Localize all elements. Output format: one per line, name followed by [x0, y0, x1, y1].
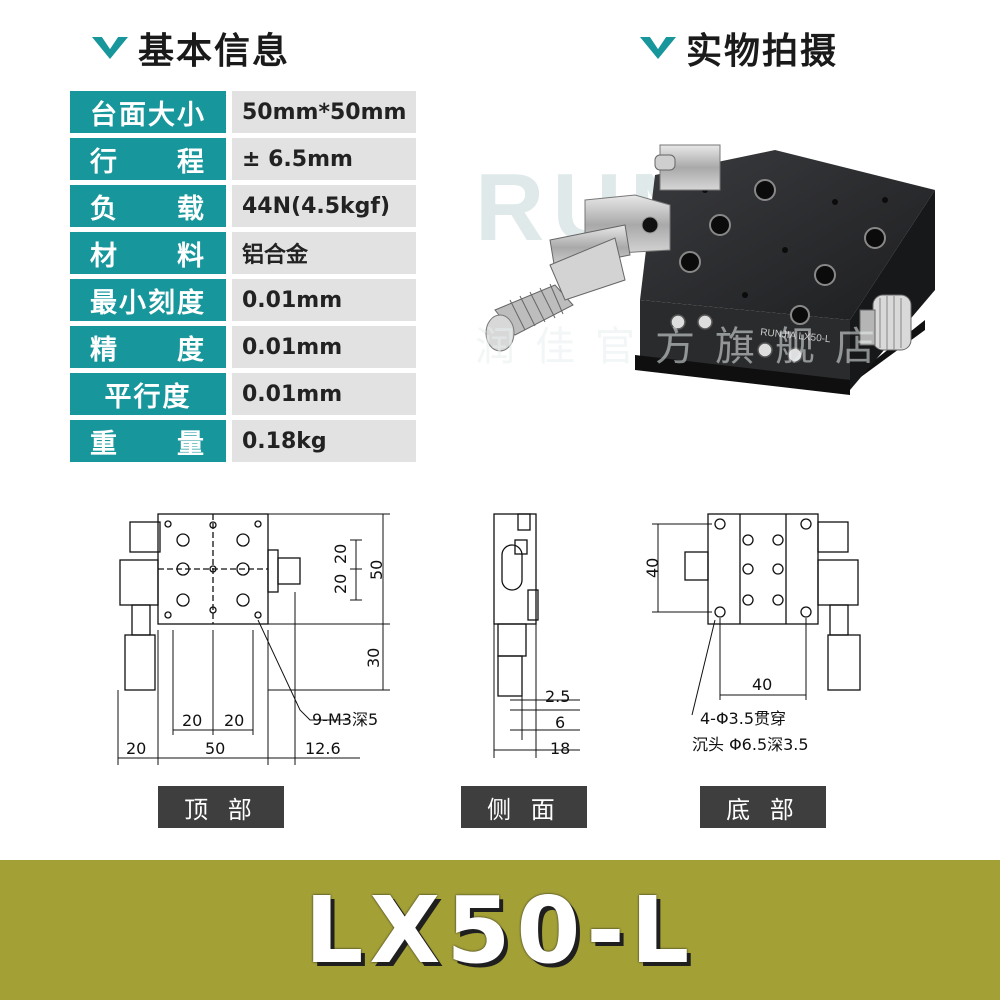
spec-value: 0.01mm	[232, 373, 416, 415]
basic-info-title: 基本信息	[138, 31, 291, 72]
spec-row-size: 台面大小 50mm*50mm	[70, 91, 416, 133]
spec-row-precision: 精 度 0.01mm	[70, 326, 416, 368]
dim-top-b126: 12.6	[305, 739, 341, 758]
dim-side-6: 6	[555, 713, 565, 732]
spec-value: 0.01mm	[232, 279, 416, 321]
dim-top-note: 9-M3深5	[312, 710, 378, 729]
dim-bottom-40v: 40	[643, 558, 662, 578]
chevron-logo-icon	[640, 37, 676, 59]
spec-row-min-scale: 最小刻度 0.01mm	[70, 279, 416, 321]
view-label-side: 侧 面	[461, 786, 587, 828]
dim-bottom-note1: 4-Φ3.5贯穿	[700, 709, 786, 728]
spec-label: 精 度	[70, 326, 226, 368]
spec-value: 44N(4.5kgf)	[232, 185, 416, 227]
spec-row-travel: 行 程 ± 6.5mm	[70, 138, 416, 180]
spec-label: 材 料	[70, 232, 226, 274]
spec-row-parallelism: 平行度 0.01mm	[70, 373, 416, 415]
spec-label: 平行度	[70, 373, 226, 415]
model-footer: LX50-L	[0, 860, 1000, 1000]
dim-top-h20b: 20	[224, 711, 244, 730]
spec-label: 负 载	[70, 185, 226, 227]
view-label-top: 顶 部	[158, 786, 284, 828]
spec-row-material: 材 料 铝合金	[70, 232, 416, 274]
dim-bottom-note2: 沉头 Φ6.5深3.5	[692, 735, 809, 754]
spec-value: 0.18kg	[232, 420, 416, 462]
spec-table: 台面大小 50mm*50mm 行 程 ± 6.5mm 负 载 44N(4.5kg…	[70, 91, 416, 467]
dim-bottom-40h: 40	[752, 675, 772, 694]
dim-top-20b: 20	[331, 574, 350, 594]
dim-top-b50: 50	[205, 739, 225, 758]
dim-side-2.5: 2.5	[545, 687, 570, 706]
view-label-bottom: 底 部	[700, 786, 826, 828]
spec-label: 台面大小	[70, 91, 226, 133]
basic-info-heading: 基本信息	[92, 22, 290, 74]
spec-label: 重 量	[70, 420, 226, 462]
technical-drawings: 20 20 50 30 20 20 9-M3深5 20 50 12.6 2.5 …	[117, 513, 861, 765]
dim-top-50: 50	[367, 560, 386, 580]
photo-title: 实物拍摄	[686, 31, 839, 72]
dim-side-18: 18	[550, 739, 570, 758]
photo-heading: 实物拍摄	[640, 22, 838, 74]
dim-top-h20a: 20	[182, 711, 202, 730]
spec-row-weight: 重 量 0.18kg	[70, 420, 416, 462]
spec-label: 行 程	[70, 138, 226, 180]
photo-watermark-cn: 润佳官方旗舰店	[475, 324, 895, 370]
spec-value: 50mm*50mm	[232, 91, 416, 133]
spec-label: 最小刻度	[70, 279, 226, 321]
product-photo: RUNJIA RUNJIA LX50-L 润佳官方旗舰店	[475, 144, 935, 395]
dim-top-30: 30	[364, 648, 383, 668]
dim-top-b20: 20	[126, 739, 146, 758]
dim-top-20a: 20	[331, 544, 350, 564]
spec-value: ± 6.5mm	[232, 138, 416, 180]
spec-row-load: 负 载 44N(4.5kgf)	[70, 185, 416, 227]
model-name: LX50-L	[304, 876, 696, 984]
spec-value: 铝合金	[232, 232, 416, 274]
spec-value: 0.01mm	[232, 326, 416, 368]
chevron-logo-icon	[92, 37, 128, 59]
